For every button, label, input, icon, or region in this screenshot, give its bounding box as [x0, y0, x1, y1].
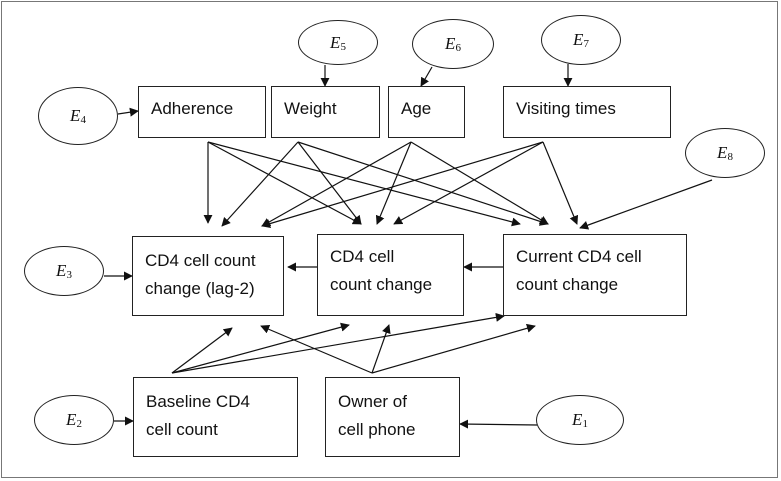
- arrow-age-to-cd4-lag2: [261, 141, 412, 227]
- arrow-baseline-cd4-to-cd4-lag2: [171, 327, 233, 374]
- error-e5-label: E5: [330, 32, 346, 53]
- baseline-cd4-label: Baseline CD4 cell count: [146, 392, 250, 439]
- arrow-baseline-cd4-to-cd4-change: [171, 322, 350, 374]
- arrow-adherence-to-cd4-change: [207, 141, 362, 225]
- arrow-weight-to-cd4-lag2: [221, 141, 299, 227]
- cd4-change-node: CD4 cell count change: [317, 234, 464, 316]
- error-e8-node: E8: [685, 128, 765, 178]
- error-e4-node: E4: [38, 87, 118, 145]
- error-e7-node: E7: [541, 15, 621, 65]
- age-node: Age: [388, 86, 465, 138]
- age-label: Age: [401, 99, 432, 118]
- error-e7-label: E7: [573, 30, 589, 50]
- error-e5-node: E5: [298, 20, 378, 65]
- owner-phone-label: Owner of cell phone: [338, 392, 416, 439]
- arrow-age-to-cd4-change: [375, 141, 412, 225]
- cd4-lag2-node: CD4 cell count change (lag-2): [132, 236, 284, 316]
- arrow-owner-phone-to-cd4-lag2: [260, 325, 373, 374]
- arrow-age-to-current-cd4: [410, 141, 549, 225]
- adherence-label: Adherence: [151, 99, 234, 118]
- error-e6-node: E6: [412, 19, 494, 69]
- error-e2-node: E2: [34, 395, 114, 445]
- error-e3-label: E3: [56, 261, 72, 281]
- arrow-visiting-times-to-current-cd4: [542, 141, 579, 225]
- arrow-e4-to-adherence: [117, 107, 139, 117]
- arrow-e1-to-owner-phone: [459, 419, 538, 429]
- visiting-times-node: Visiting times: [503, 86, 671, 138]
- error-e8-label: E8: [717, 143, 733, 163]
- cd4-lag2-label: CD4 cell count change (lag-2): [145, 251, 256, 298]
- baseline-cd4-node: Baseline CD4 cell count: [133, 377, 298, 457]
- weight-label: Weight: [284, 99, 337, 118]
- current-cd4-node: Current CD4 cell count change: [503, 234, 687, 316]
- error-e1-label: E1: [572, 410, 588, 430]
- error-e3-node: E3: [24, 246, 104, 296]
- arrow-adherence-to-current-cd4: [207, 141, 521, 227]
- visiting-times-label: Visiting times: [516, 99, 616, 118]
- arrow-e6-to-age: [420, 66, 433, 87]
- error-e1-node: E1: [536, 395, 624, 445]
- arrow-e8-to-current-cd4: [579, 179, 713, 230]
- cd4-change-label: CD4 cell count change: [330, 247, 433, 294]
- arrow-weight-to-cd4-change: [297, 141, 362, 225]
- arrow-owner-phone-to-cd4-change: [371, 324, 391, 374]
- weight-node: Weight: [271, 86, 380, 138]
- error-e2-label: E2: [66, 410, 82, 430]
- adherence-node: Adherence: [138, 86, 266, 138]
- arrow-baseline-cd4-to-current-cd4: [171, 312, 505, 374]
- current-cd4-label: Current CD4 cell count change: [516, 247, 642, 294]
- arrow-visiting-times-to-cd4-lag2: [261, 141, 544, 228]
- arrow-visiting-times-to-cd4-change: [393, 141, 544, 225]
- error-e4-label: E4: [70, 106, 86, 126]
- arrow-owner-phone-to-current-cd4: [371, 323, 536, 374]
- error-e6-label: E6: [445, 34, 461, 54]
- arrow-weight-to-current-cd4: [297, 141, 549, 226]
- owner-phone-node: Owner of cell phone: [325, 377, 460, 457]
